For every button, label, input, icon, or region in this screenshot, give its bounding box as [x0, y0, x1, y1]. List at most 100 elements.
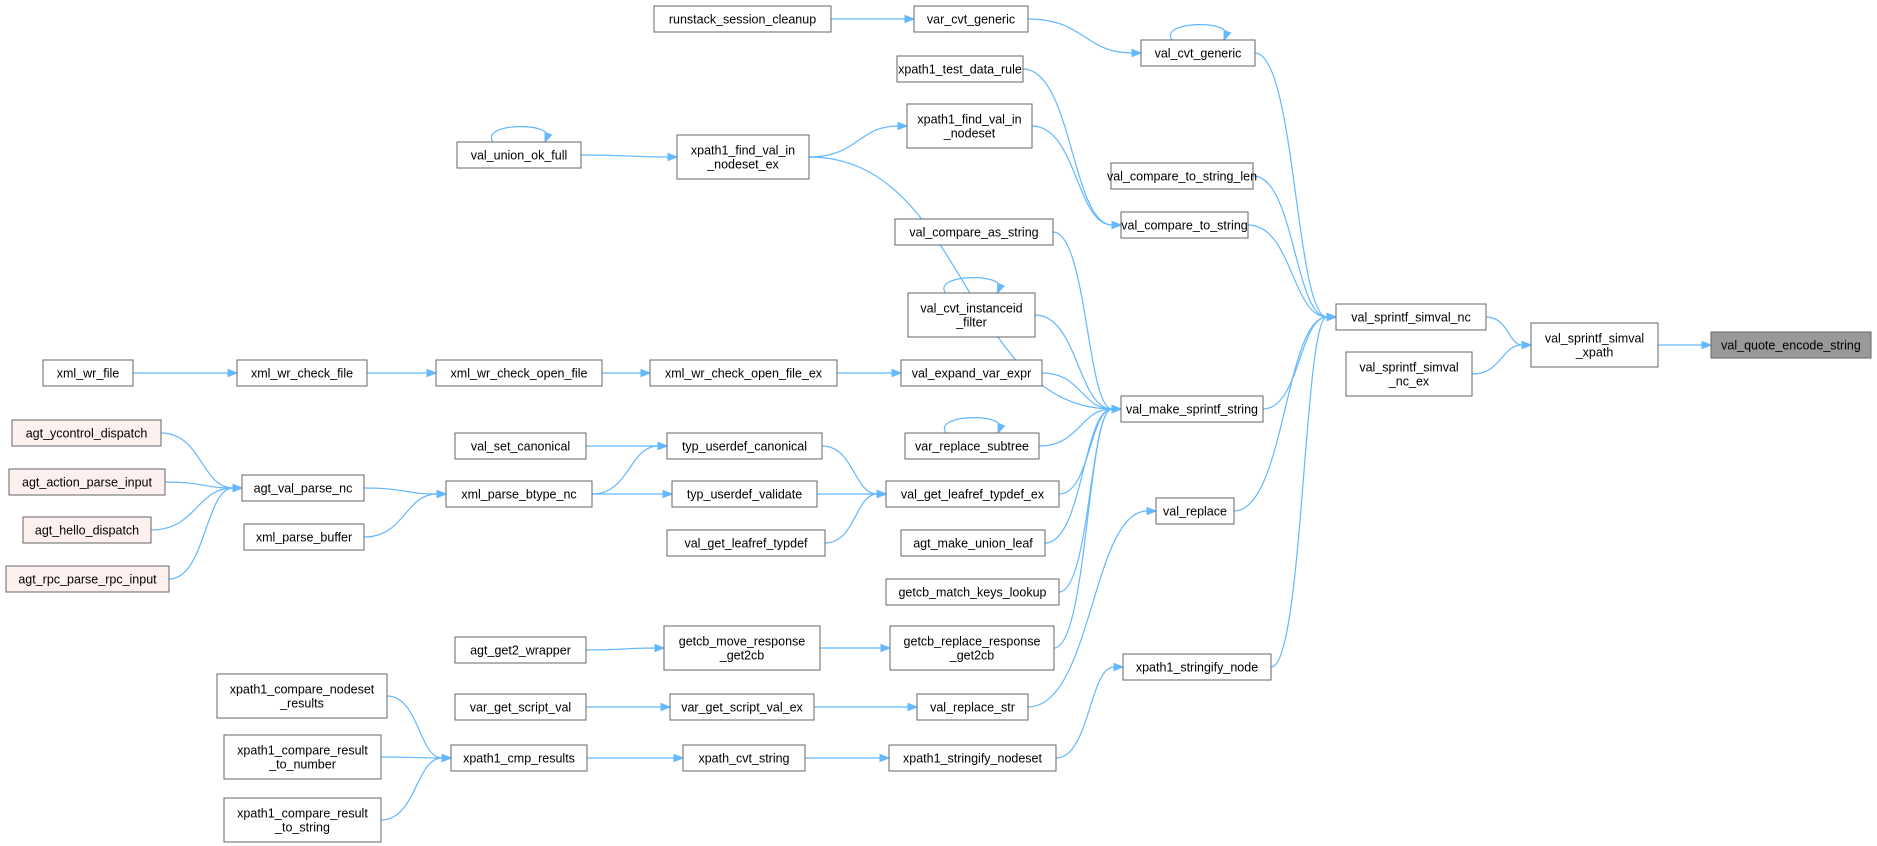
node-label: val_cvt_generic [1155, 47, 1242, 61]
node-label: _nodeset [943, 127, 996, 141]
node-xpath1-test-data-rule[interactable]: xpath1_test_data_rule [896, 55, 1024, 83]
edge-n10-to-n8 [1031, 125, 1123, 230]
node-agt-get2-wrapper[interactable]: agt_get2_wrapper [454, 636, 587, 664]
node-xpath1-compare-nodeset-results[interactable]: xpath1_compare_nodeset_results [216, 673, 388, 719]
node-xpath1-stringify-node[interactable]: xpath1_stringify_node [1122, 653, 1272, 681]
node-label: val_expand_var_expr [912, 367, 1032, 381]
edge-n30-to-n26 [168, 483, 244, 580]
node-label: val_replace_str [930, 701, 1015, 715]
node-runstack-session-cleanup[interactable]: runstack_session_cleanup [653, 5, 832, 33]
node-xpath1-find-val-in-nodeset-ex[interactable]: xpath1_find_val_in_nodeset_ex [676, 134, 810, 180]
node-xml-wr-file[interactable]: xml_wr_file [42, 359, 134, 387]
edge-n1-to-root [1657, 340, 1713, 350]
node-box [435, 359, 603, 387]
node-getcb-move-response-get2cb[interactable]: getcb_move_response_get2cb [663, 625, 821, 671]
node-box [223, 734, 382, 780]
node-xpath1-stringify-nodeset[interactable]: xpath1_stringify_nodeset [888, 744, 1057, 772]
edge-n9-to-n8 [1022, 68, 1123, 230]
node-val-sprintf-simval-xpath[interactable]: val_sprintf_simval_xpath [1530, 322, 1659, 368]
node-var-get-script-val[interactable]: var_get_script_val [454, 693, 587, 721]
node-box [1140, 39, 1256, 67]
node-label: agt_rpc_parse_rpc_input [18, 573, 157, 587]
node-label: agt_val_parse_nc [254, 482, 353, 496]
node-label: xml_wr_file [57, 367, 120, 381]
node-box [671, 480, 818, 508]
node-xpath1-compare-result-to-number[interactable]: xpath1_compare_result_to_number [223, 734, 382, 780]
node-box [888, 744, 1057, 772]
node-label: val_compare_to_string [1121, 219, 1248, 233]
node-label: val_union_ok_full [471, 149, 568, 163]
node-xpath-cvt-string[interactable]: xpath_cvt_string [682, 744, 806, 772]
node-xpath1-find-val-in-nodeset[interactable]: xpath1_find_val_in_nodeset [906, 103, 1033, 149]
node-xml-wr-check-open-file-ex[interactable]: xml_wr_check_open_file_ex [649, 359, 838, 387]
node-label: getcb_replace_response [904, 635, 1041, 649]
node-box [454, 693, 587, 721]
edge-n12-to-n12 [490, 126, 553, 144]
node-label: xml_wr_check_file [251, 367, 353, 381]
node-box [454, 432, 587, 460]
node-label: _xpath [1575, 346, 1614, 360]
node-box [11, 419, 162, 447]
node-typ-userdef-canonical[interactable]: typ_userdef_canonical [666, 432, 823, 460]
node-agt-make-union-leaf[interactable]: agt_make_union_leaf [900, 529, 1046, 557]
node-val-set-canonical[interactable]: val_set_canonical [454, 432, 587, 460]
node-agt-action-parse-input[interactable]: agt_action_parse_input [8, 468, 166, 496]
edge-n28-to-n26 [164, 481, 244, 493]
node-val-compare-to-string-len[interactable]: val_compare_to_string_len [1107, 162, 1257, 190]
node-getcb-replace-response-get2cb[interactable]: getcb_replace_response_get2cb [889, 625, 1055, 671]
node-box [889, 625, 1055, 671]
node-val-compare-as-string[interactable]: val_compare_as_string [894, 218, 1054, 246]
node-xpath1-compare-result-to-string[interactable]: xpath1_compare_result_to_string [223, 797, 382, 843]
node-typ-userdef-validate[interactable]: typ_userdef_validate [671, 480, 818, 508]
node-val-sprintf-simval-nc-ex[interactable]: val_sprintf_simval_nc_ex [1345, 351, 1473, 397]
node-box [1345, 351, 1473, 397]
node-label: agt_ycontrol_dispatch [26, 427, 148, 441]
edge-n25-to-n32 [592, 489, 674, 499]
node-xml-wr-check-open-file[interactable]: xml_wr_check_open_file [435, 359, 603, 387]
node-box [904, 432, 1040, 460]
node-agt-val-parse-nc[interactable]: agt_val_parse_nc [241, 474, 365, 502]
node-val-sprintf-simval-nc[interactable]: val_sprintf_simval_nc [1335, 303, 1487, 331]
node-label: val_sprintf_simval_nc [1351, 311, 1471, 325]
node-label: _nodeset_ex [706, 158, 779, 172]
node-xml-parse-btype-nc[interactable]: xml_parse_btype_nc [445, 480, 593, 508]
node-label: _get2cb [719, 649, 765, 663]
node-val-get-leafref-typdef[interactable]: val_get_leafref_typdef [666, 529, 826, 557]
node-box [894, 218, 1054, 246]
edge-n36-to-n13 [1053, 404, 1123, 649]
node-label: runstack_session_cleanup [669, 13, 816, 27]
node-val-cvt-instanceid-filter[interactable]: val_cvt_instanceid_filter [907, 292, 1036, 338]
node-agt-hello-dispatch[interactable]: agt_hello_dispatch [22, 516, 152, 544]
edge-n22-to-n13 [1058, 404, 1123, 495]
node-label: var_get_script_val [470, 701, 571, 715]
node-box [682, 744, 806, 772]
node-label: agt_action_parse_input [22, 476, 152, 490]
node-var-get-script-val-ex[interactable]: var_get_script_val_ex [669, 693, 815, 721]
node-val-compare-to-string[interactable]: val_compare_to_string [1120, 211, 1249, 239]
node-label: xpath1_cmp_results [463, 752, 575, 766]
node-label: typ_userdef_validate [687, 488, 802, 502]
edge-n5-to-n4 [1027, 18, 1143, 58]
node-val-make-sprintf-string[interactable]: val_make_sprintf_string [1120, 395, 1264, 423]
node-val-get-leafref-typdef-ex[interactable]: val_get_leafref_typdef_ex [885, 480, 1060, 508]
node-val-replace-str[interactable]: val_replace_str [916, 693, 1029, 721]
node-xpath1-cmp-results[interactable]: xpath1_cmp_results [450, 744, 588, 772]
node-val-cvt-generic[interactable]: val_cvt_generic [1140, 39, 1256, 67]
node-box [454, 636, 587, 664]
node-label: val_sprintf_simval [1359, 361, 1458, 375]
node-label: xpath_cvt_string [698, 752, 789, 766]
node-label: var_get_script_val_ex [681, 701, 803, 715]
node-box [649, 359, 838, 387]
node-getcb-match-keys-lookup[interactable]: getcb_match_keys_lookup [885, 578, 1060, 606]
node-xml-wr-check-file[interactable]: xml_wr_check_file [236, 359, 368, 387]
node-label: typ_userdef_canonical [682, 440, 807, 454]
node-val-union-ok-full[interactable]: val_union_ok_full [456, 141, 582, 169]
node-val-expand-var-expr[interactable]: val_expand_var_expr [900, 359, 1043, 387]
node-xml-parse-buffer[interactable]: xml_parse_buffer [243, 523, 365, 551]
node-var-replace-subtree[interactable]: var_replace_subtree [904, 432, 1040, 460]
node-var-cvt-generic[interactable]: var_cvt_generic [913, 5, 1029, 33]
node-agt-rpc-parse-rpc-input[interactable]: agt_rpc_parse_rpc_input [5, 565, 170, 593]
node-val-replace[interactable]: val_replace [1155, 497, 1235, 525]
node-agt-ycontrol-dispatch[interactable]: agt_ycontrol_dispatch [11, 419, 162, 447]
node-box [42, 359, 134, 387]
